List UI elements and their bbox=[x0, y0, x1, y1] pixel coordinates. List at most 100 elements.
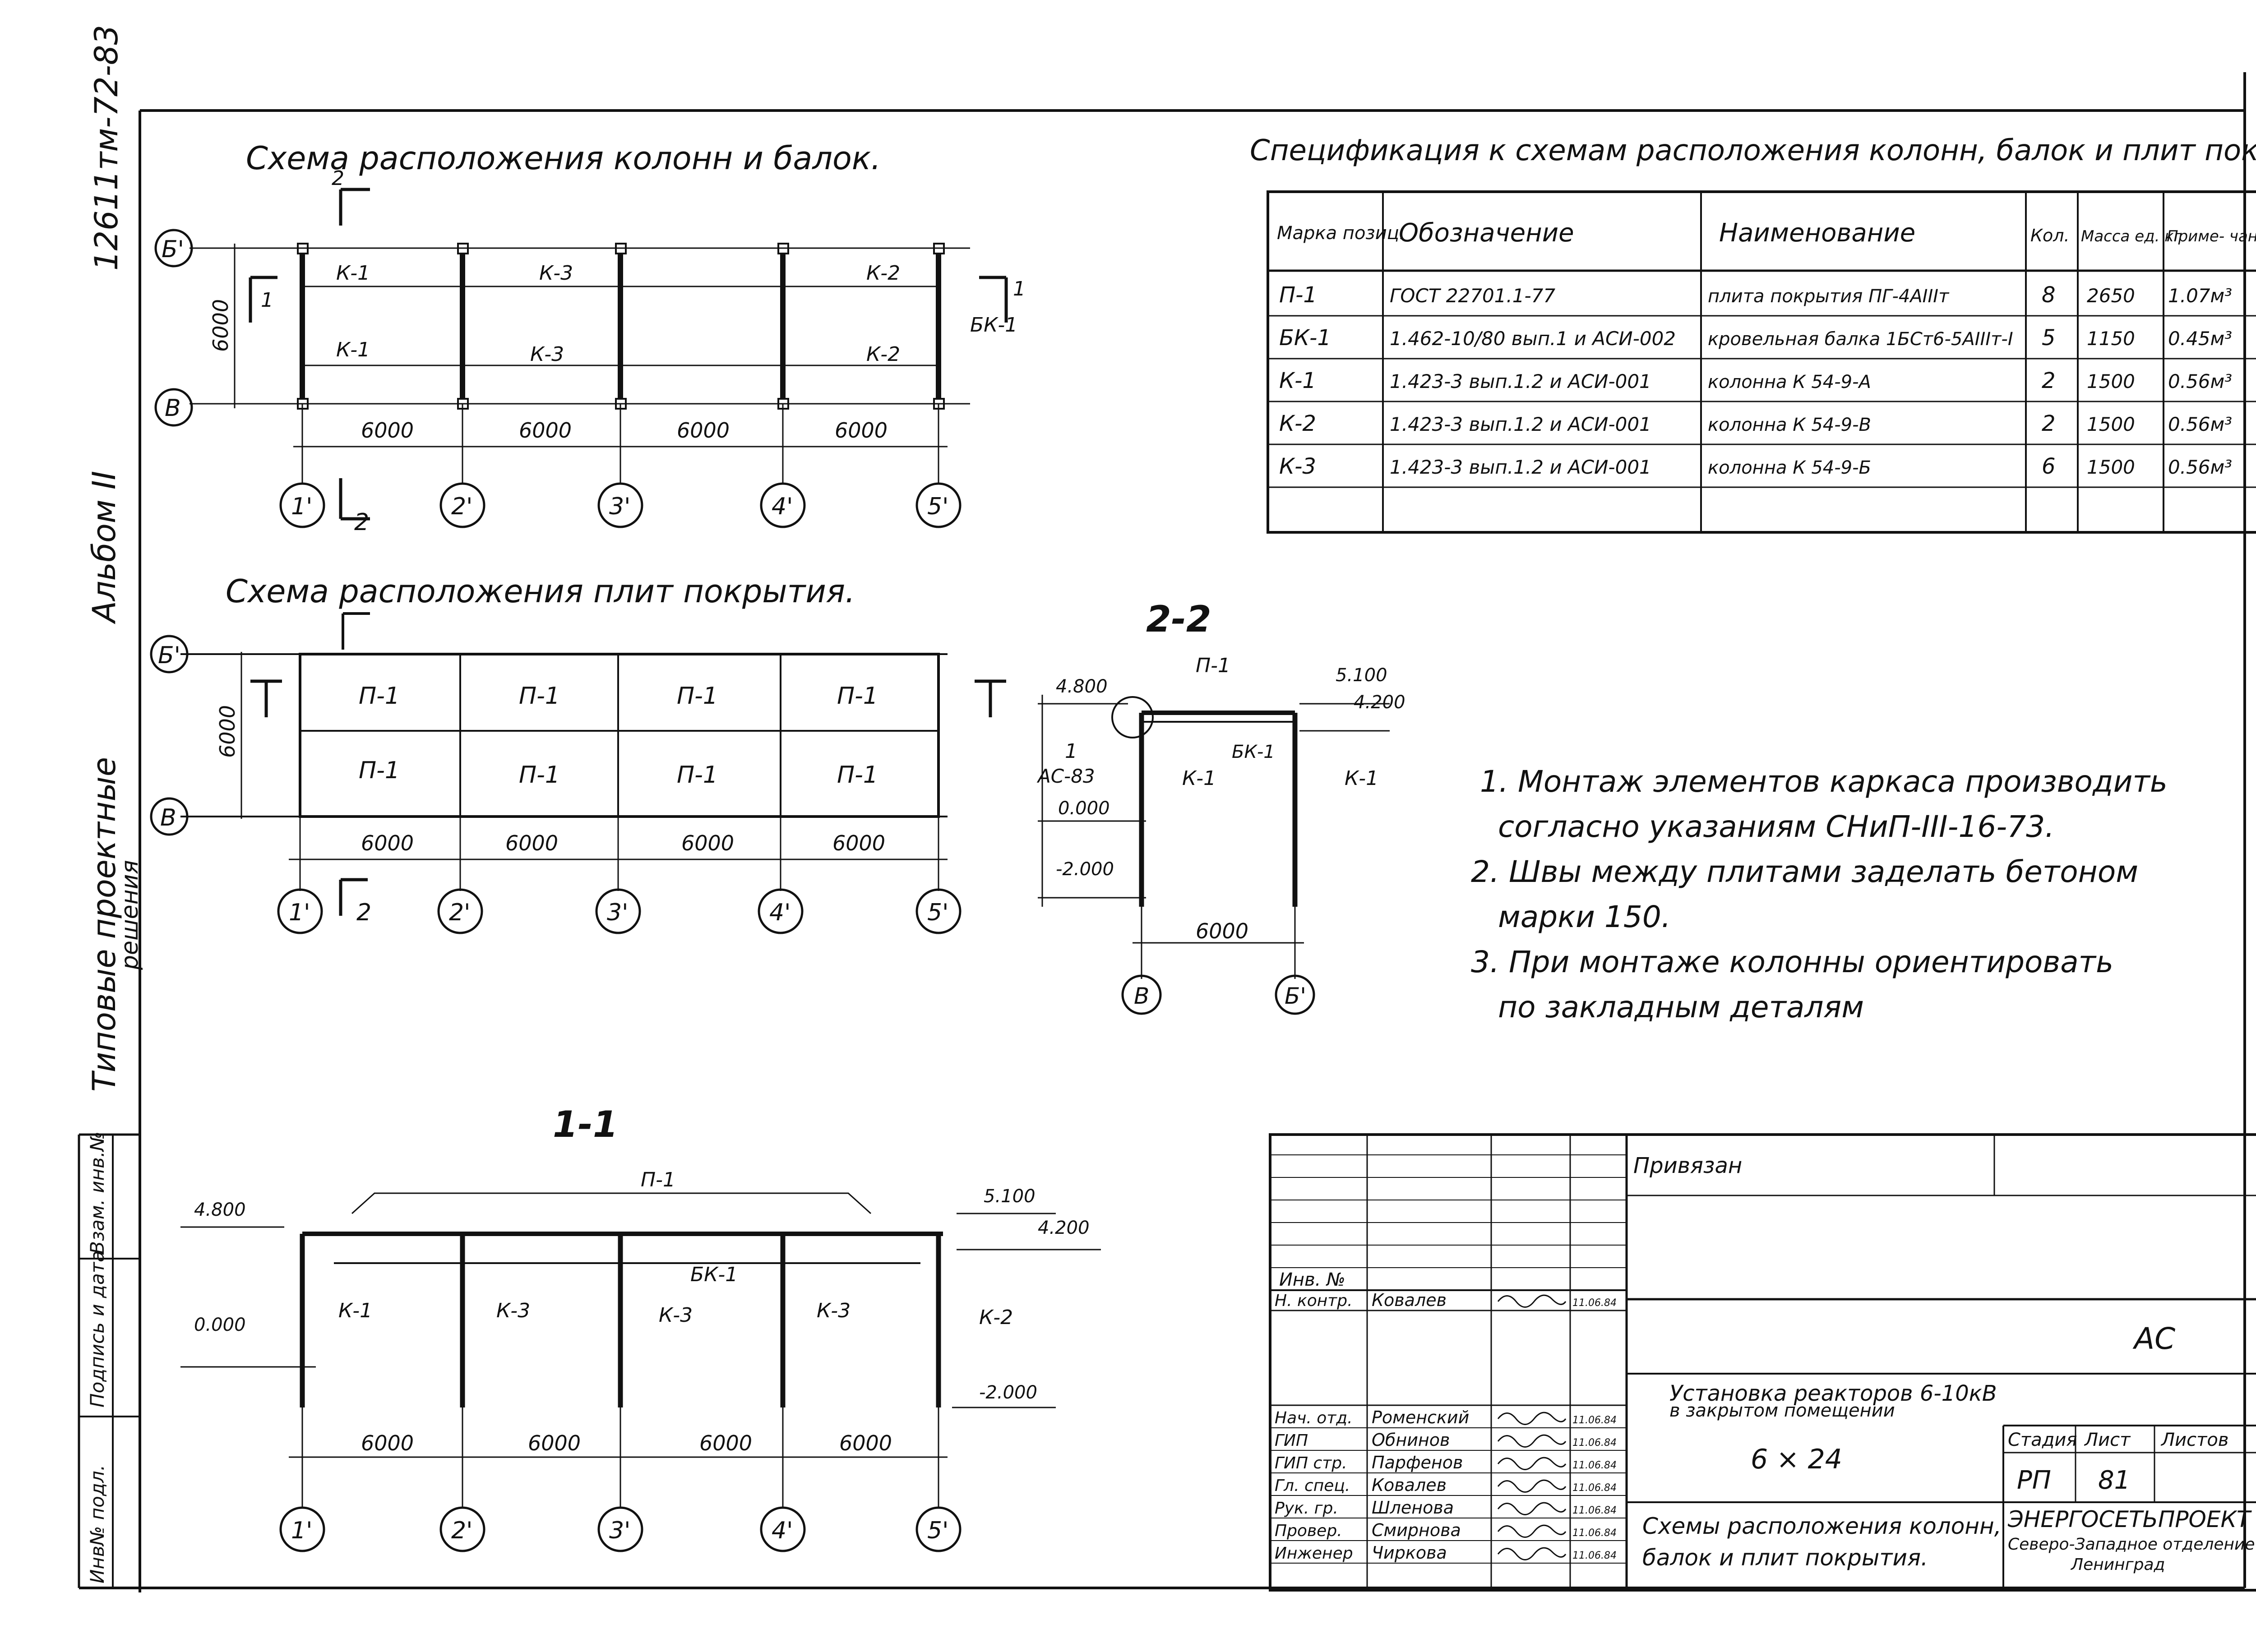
signature-role: ГИП стр. bbox=[1275, 1454, 1347, 1472]
s11-slab: П-1 bbox=[641, 1168, 675, 1191]
label-k1-bot: К-1 bbox=[336, 338, 370, 361]
slabs-row-v: В bbox=[160, 804, 176, 831]
note-line-3: 2. Швы между плитами заделать бетоном bbox=[1471, 854, 2138, 889]
spec-cell: 1500 bbox=[2087, 413, 2135, 435]
note-line-6: по закладным деталям bbox=[1498, 990, 1864, 1024]
signature-name: Ковалев bbox=[1372, 1290, 1447, 1310]
s11-dim-4: 6000 bbox=[839, 1431, 892, 1455]
spec-cell: К-3 bbox=[1279, 454, 1316, 479]
s11-col-2: К-3 bbox=[496, 1299, 530, 1322]
signature-role: Нач. отд. bbox=[1275, 1409, 1353, 1427]
sheet-frame bbox=[78, 72, 2246, 1592]
signature-role: Гл. спец. bbox=[1275, 1477, 1350, 1495]
plan-columns-dim-3: 6000 bbox=[677, 418, 730, 443]
signature-role: ГИП bbox=[1275, 1431, 1308, 1450]
signature-date: 11.06.84 bbox=[1572, 1550, 1617, 1561]
s22-axis-v: В bbox=[1134, 983, 1149, 1009]
spec-cell: К-2 bbox=[1279, 411, 1316, 436]
slab-label: П-1 bbox=[837, 761, 878, 789]
tb-sheets-header: Листов bbox=[2160, 1430, 2228, 1450]
plan-columns-axis-1: 1' bbox=[291, 493, 312, 520]
s22-beam: БК-1 bbox=[1232, 742, 1275, 762]
spec-header-mark: Марка позиц. bbox=[1277, 223, 1405, 244]
plan-slabs-axis-5: 5' bbox=[927, 899, 948, 926]
label-k2-top: К-2 bbox=[866, 262, 900, 285]
spec-cell: плита покрытия ПГ-4АIIIт bbox=[1708, 286, 1950, 307]
s11-level-minus: -2.000 bbox=[979, 1382, 1037, 1403]
s22-level-top-left: 4.800 bbox=[1056, 676, 1108, 697]
tb-inv: Инв. № bbox=[1279, 1269, 1345, 1290]
notes: 1. Монтаж элементов каркаса производить … bbox=[1471, 764, 2168, 1024]
signature-scribble bbox=[1497, 1502, 1567, 1515]
plan-slabs-axis-4: 4' bbox=[769, 899, 791, 926]
plan-columns-axis-3: 3' bbox=[609, 493, 630, 520]
s11-level-mid-right: 4.200 bbox=[1038, 1218, 1090, 1238]
tb-project-1: Установка реакторов 6-10кВ bbox=[1669, 1381, 1997, 1406]
s22-level-top-right: 5.100 bbox=[1336, 665, 1387, 686]
s11-axis-3: 3' bbox=[609, 1517, 630, 1544]
plan-columns-dim-2: 6000 bbox=[519, 418, 572, 443]
spec-cell: 0.56м³ bbox=[2168, 456, 2232, 478]
specification-table: Спецификация к схемам расположения колон… bbox=[1250, 134, 2256, 534]
s22-node-ref: 1 bbox=[1065, 740, 1077, 763]
signature-date: 11.06.84 bbox=[1572, 1297, 1617, 1309]
plan-slabs-dim-4: 6000 bbox=[832, 831, 885, 855]
s22-axis-b: Б' bbox=[1285, 983, 1306, 1009]
signature-date: 11.06.84 bbox=[1572, 1437, 1617, 1449]
spec-header-qty: Кол. bbox=[2030, 226, 2070, 245]
spec-title: Спецификация к схемам расположения колон… bbox=[1250, 134, 2256, 167]
spec-cell: 2650 bbox=[2087, 285, 2135, 307]
slab-label: П-1 bbox=[677, 761, 718, 789]
s22-level-mid-right: 4.200 bbox=[1354, 692, 1405, 713]
tb-org-2: Северо-Западное отделение bbox=[2008, 1535, 2255, 1554]
signature-name: Роменский bbox=[1372, 1407, 1469, 1427]
tb-drawing-1: Схемы расположения колонн, bbox=[1642, 1513, 2002, 1539]
plan-columns-beams: Схема расположения колонн и балок. bbox=[154, 140, 1026, 536]
signature-date: 11.06.84 bbox=[1572, 1460, 1617, 1471]
note-line-2: согласно указаниям СНиП-III-16-73. bbox=[1498, 809, 2054, 844]
tb-org-3: Ленинград bbox=[2070, 1555, 2165, 1574]
s11-dim-2: 6000 bbox=[528, 1431, 581, 1455]
signature-name: Чиркова bbox=[1372, 1543, 1447, 1563]
spec-cell: 0.45м³ bbox=[2168, 328, 2232, 350]
s11-dim-3: 6000 bbox=[699, 1431, 752, 1455]
section-1-1: 1-1 4.800 5.100 4.200 0.000 -2.000 П-1 Б… bbox=[180, 1103, 1101, 1552]
signature-scribble bbox=[1497, 1457, 1567, 1470]
spec-cell: кровельная балка 1БСт6-5АIIIт-I bbox=[1708, 329, 2013, 350]
plan-columns-cut-1-left: 1 bbox=[261, 289, 273, 312]
signature-scribble bbox=[1497, 1294, 1567, 1308]
plan-columns-dim-4: 6000 bbox=[835, 418, 888, 443]
signature-role: Инженер bbox=[1275, 1544, 1353, 1563]
plan-columns-axis-5: 5' bbox=[927, 493, 948, 520]
s22-col-right: К-1 bbox=[1345, 767, 1378, 790]
s11-axis-2: 2' bbox=[451, 1517, 472, 1544]
slab-label: П-1 bbox=[359, 757, 400, 784]
s11-col-5: К-2 bbox=[979, 1306, 1013, 1329]
series-line1: Типовые проектные bbox=[86, 757, 123, 1092]
s11-axis-4: 4' bbox=[772, 1517, 793, 1544]
plan-slabs-axis-2: 2' bbox=[449, 899, 470, 926]
series-line2: решения bbox=[116, 860, 143, 970]
spec-cell: ГОСТ 22701.1-77 bbox=[1390, 285, 1555, 307]
s11-col-4: К-3 bbox=[817, 1299, 851, 1322]
signature-scribble bbox=[1497, 1479, 1567, 1493]
s11-col-3: К-3 bbox=[659, 1304, 693, 1327]
spec-cell: 1.423-3 вып.1.2 и АСИ-001 bbox=[1390, 456, 1651, 478]
signature-scribble bbox=[1497, 1412, 1567, 1425]
spec-cell: 1.423-3 вып.1.2 и АСИ-001 bbox=[1390, 370, 1651, 392]
s11-axis-5: 5' bbox=[927, 1517, 948, 1544]
plan-slabs: Схема расположения плит покрытия. П-1 П-… bbox=[150, 573, 1006, 934]
section-22-title: 2-2 bbox=[1146, 598, 1211, 640]
signature-role: Рук. гр. bbox=[1275, 1499, 1338, 1518]
signature-scribble bbox=[1497, 1434, 1567, 1448]
spec-cell: колонна К 54-9-А bbox=[1708, 372, 1871, 392]
s22-level-zero: 0.000 bbox=[1058, 798, 1110, 819]
label-k3-top: К-3 bbox=[539, 262, 573, 285]
spec-header-designation: Обозначение bbox=[1399, 218, 1574, 248]
s11-beam: БК-1 bbox=[690, 1263, 738, 1286]
signature-name: Ковалев bbox=[1372, 1475, 1447, 1495]
signature-date: 11.06.84 bbox=[1572, 1527, 1617, 1539]
plan-columns-title: Схема расположения колонн и балок. bbox=[246, 140, 881, 177]
